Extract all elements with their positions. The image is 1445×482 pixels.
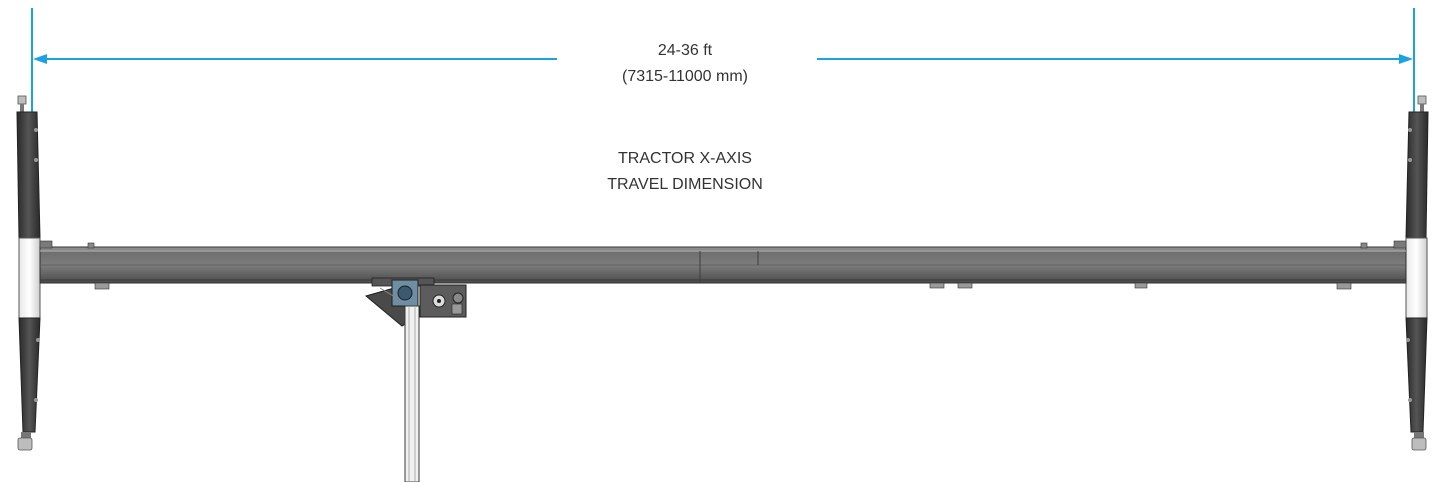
left-end-leg	[16, 95, 41, 451]
caption-line-2: TRAVEL DIMENSION	[607, 176, 763, 193]
vertical-mast	[404, 305, 420, 482]
right-end-leg	[1405, 95, 1429, 451]
dimension-label: 24-36 ft (7315-11000 mm)	[555, 38, 815, 90]
tractor-carriage	[364, 277, 467, 327]
dimension-imperial: 24-36 ft	[657, 42, 713, 59]
right-arrowhead	[1399, 54, 1413, 64]
gantry-beam	[39, 240, 1407, 290]
left-arrowhead	[33, 54, 47, 64]
caption-line-1: TRACTOR X-AXIS	[618, 150, 752, 167]
axis-caption: TRACTOR X-AXIS TRAVEL DIMENSION	[540, 146, 830, 198]
dimension-metric: (7315-11000 mm)	[622, 68, 748, 85]
